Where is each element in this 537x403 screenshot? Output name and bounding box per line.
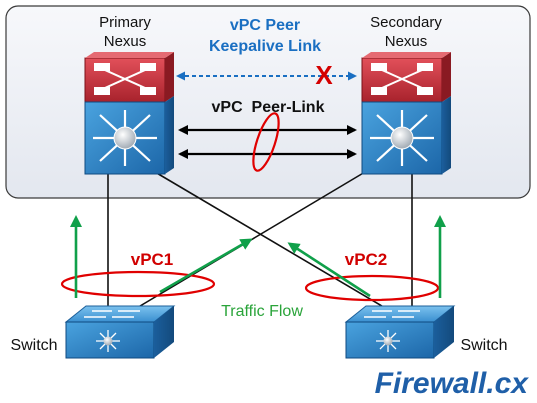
vpc1-label: vPC1 [131,250,174,269]
logo-text-part2: .cx [486,367,529,400]
right-switch-hub-icon [383,336,393,346]
left-switch-arrows-icon [84,310,140,318]
peer-link-label: vPC Peer-Link [212,99,325,116]
secondary-nexus-label-line1: Secondary [370,14,442,31]
vpc2-label: vPC2 [345,250,388,269]
vpc1-ellipse [60,270,216,298]
traffic-arrow-left-diagonal [159,238,253,294]
peer-link-ellipse [252,112,280,172]
left-switch-hub-icon [103,336,113,346]
link-primary-right-switch [154,171,393,313]
secondary-nexus-device[interactable] [361,52,451,175]
svg-text:Firewall.cx: Firewall.cx [375,367,530,400]
primary-nexus-label-line2: Nexus [104,33,147,50]
secondary-nexus-hub-icon [390,126,414,150]
logo-text-part1: Firewall [375,367,487,400]
left-switch-label: Switch [10,337,57,354]
traffic-flow-label: Traffic Flow [221,303,303,320]
keepalive-label-line1: vPC Peer [230,17,300,34]
secondary-nexus-x-icon [371,63,433,95]
keepalive-failure-mark: X [315,60,333,90]
keepalive-label-line2: Keepalive Link [209,38,321,55]
firewall-cx-logo: Firewall.cx [375,367,530,400]
traffic-arrow-right-diagonal [287,242,371,298]
vpc2-ellipse [304,274,440,302]
right-switch-label: Switch [460,337,507,354]
primary-nexus-hub-icon [113,126,137,150]
primary-nexus-device[interactable] [84,52,174,175]
left-switch-device[interactable] [64,305,176,359]
right-switch-device[interactable] [344,305,456,359]
primary-nexus-x-icon [94,63,156,95]
primary-nexus-label-line1: Primary [99,14,151,31]
right-switch-arrows-icon [364,310,420,318]
secondary-nexus-label-line2: Nexus [385,33,428,50]
traffic-arrows [70,215,446,298]
